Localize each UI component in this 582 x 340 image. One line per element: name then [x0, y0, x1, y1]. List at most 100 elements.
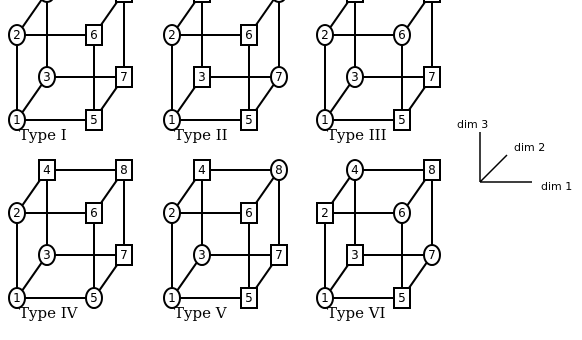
node-circle: [163, 202, 181, 224]
node-number: 1: [321, 291, 329, 305]
node-number: 7: [275, 248, 283, 262]
node-3-circle: 3: [38, 66, 56, 88]
node-number: 4: [198, 163, 206, 177]
node-7-rect: 7: [270, 244, 288, 266]
node-number: 3: [43, 248, 51, 262]
node-circle: [393, 202, 411, 224]
node-number: 2: [321, 206, 329, 220]
node-4-circle: 4: [40, 0, 54, 3]
node-8-circle: 8: [272, 0, 286, 3]
node-circle: [8, 287, 26, 309]
node-number: 2: [168, 206, 176, 220]
node-number: 7: [428, 70, 436, 84]
node-5-rect: 5: [393, 109, 411, 131]
node-square: [346, 0, 364, 3]
node-number: 4: [43, 163, 51, 177]
node-circle: [8, 24, 26, 46]
node-number: 6: [398, 28, 406, 42]
node-square: [240, 287, 258, 309]
node-1-circle: 1: [8, 109, 26, 131]
node-circle: [423, 244, 441, 266]
node-7-rect: 7: [423, 66, 441, 88]
node-number: 8: [275, 163, 283, 177]
cube-type-label: Type II: [174, 126, 228, 144]
node-5-rect: 5: [85, 109, 103, 131]
node-square: [193, 66, 211, 88]
node-2-circle: 2: [8, 24, 26, 46]
node-square: [346, 244, 364, 266]
node-4-rect: 4: [346, 0, 364, 3]
node-square: [85, 24, 103, 46]
node-square: [193, 0, 211, 3]
node-square: [316, 202, 334, 224]
node-circle: [346, 66, 364, 88]
node-2-circle: 2: [163, 202, 181, 224]
cube-type-label: Type IV: [19, 304, 79, 322]
dim-1-label: dim 1: [541, 180, 572, 193]
node-8-circle: 8: [270, 159, 288, 181]
node-square: [115, 244, 133, 266]
node-circle: [393, 24, 411, 46]
node-7-circle: 7: [423, 244, 441, 266]
node-number: 5: [90, 291, 98, 305]
cube-type-label: Type VI: [327, 304, 386, 322]
node-6-rect: 6: [240, 202, 258, 224]
node-1-circle: 1: [163, 287, 181, 309]
node-square: [393, 287, 411, 309]
node-square: [85, 109, 103, 131]
node-number: 1: [13, 291, 21, 305]
node-1-circle: 1: [163, 109, 181, 131]
node-1-circle: 1: [316, 287, 334, 309]
node-number: 3: [43, 70, 51, 84]
node-circle: [38, 244, 56, 266]
node-circle: [163, 24, 181, 46]
node-circle: [8, 109, 26, 131]
node-circle: [40, 0, 54, 3]
node-4-rect: 4: [38, 159, 56, 181]
node-3-rect: 3: [193, 66, 211, 88]
node-square: [193, 159, 211, 181]
node-number: 3: [198, 70, 206, 84]
node-number: 6: [245, 206, 253, 220]
node-square: [115, 66, 133, 88]
node-circle: [316, 109, 334, 131]
node-circle: [272, 0, 286, 3]
cube-type-label: Type III: [327, 126, 387, 144]
node-number: 7: [120, 248, 128, 262]
node-7-rect: 7: [115, 244, 133, 266]
node-number: 5: [245, 113, 253, 127]
node-number: 1: [321, 113, 329, 127]
node-7-rect: 7: [115, 66, 133, 88]
node-number: 6: [245, 28, 253, 42]
node-number: 3: [351, 70, 359, 84]
node-number: 2: [168, 28, 176, 42]
node-number: 2: [13, 206, 21, 220]
node-circle: [270, 66, 288, 88]
node-number: 5: [398, 291, 406, 305]
node-square: [240, 202, 258, 224]
node-circle: [316, 287, 334, 309]
node-3-circle: 3: [38, 244, 56, 266]
node-number: 1: [168, 291, 176, 305]
node-2-circle: 2: [316, 24, 334, 46]
node-number: 6: [90, 206, 98, 220]
node-6-rect: 6: [85, 24, 103, 46]
node-5-circle: 5: [85, 287, 103, 309]
node-2-circle: 2: [163, 24, 181, 46]
dim-2-axis: [479, 154, 508, 183]
node-7-circle: 7: [270, 66, 288, 88]
node-number: 3: [351, 248, 359, 262]
node-square: [423, 66, 441, 88]
node-square: [240, 109, 258, 131]
node-number: 8: [428, 163, 436, 177]
node-8-rect: 8: [423, 159, 441, 181]
cube-type-label: Type I: [19, 126, 67, 144]
node-3-circle: 3: [346, 66, 364, 88]
node-1-circle: 1: [8, 287, 26, 309]
